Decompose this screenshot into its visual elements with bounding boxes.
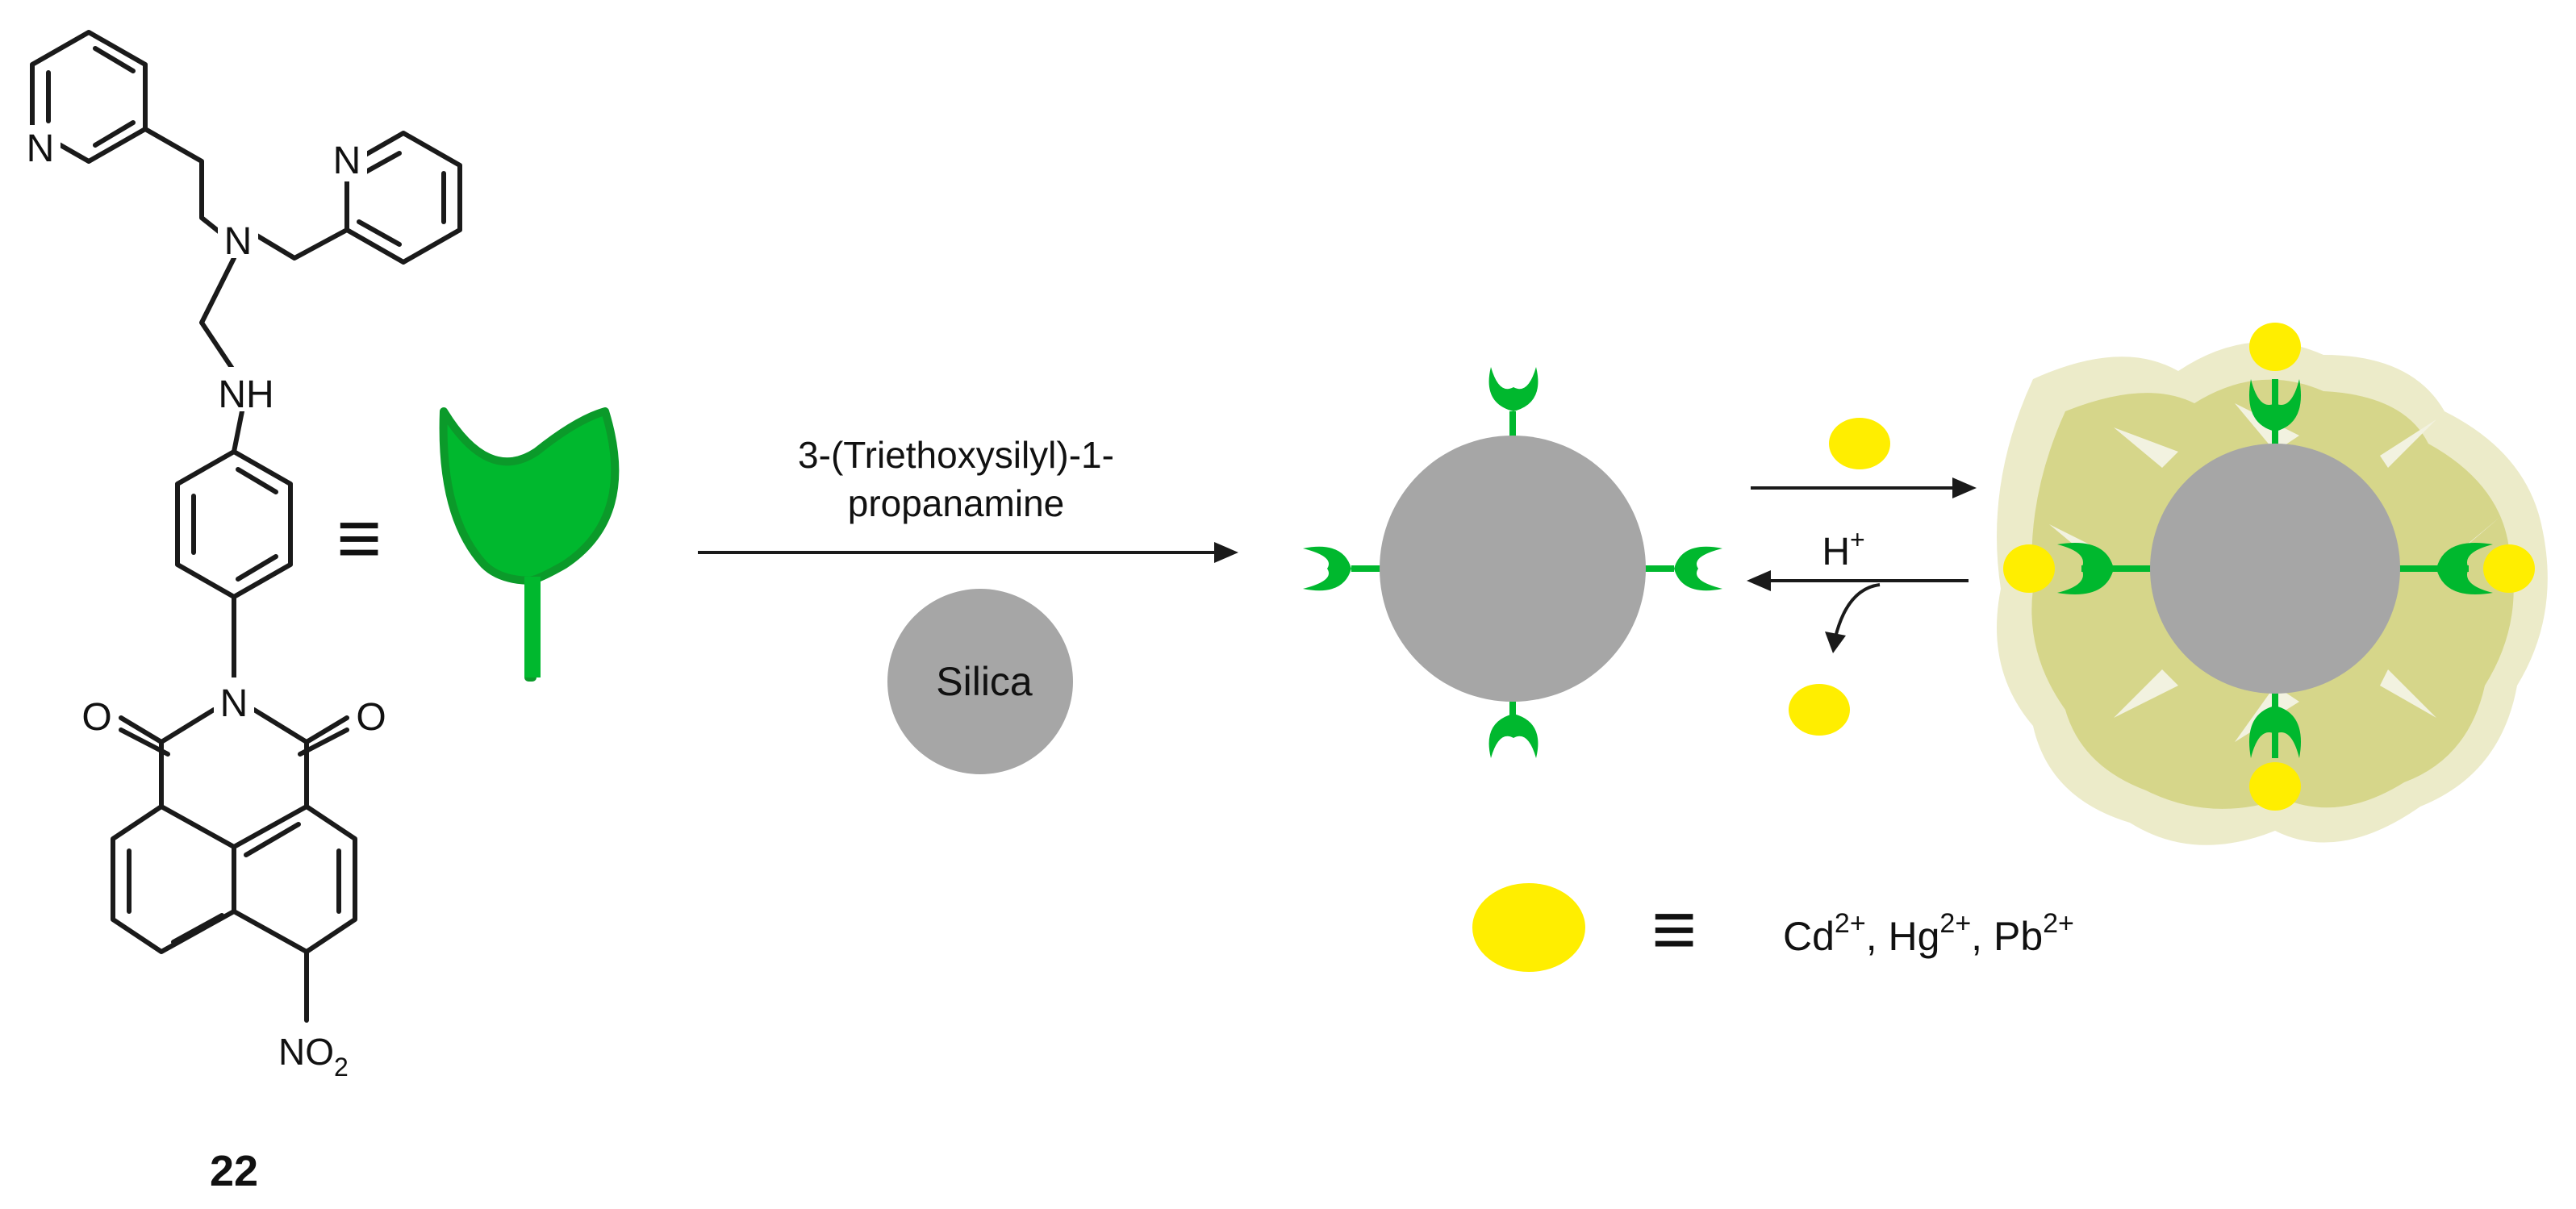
silica-particle-reagent xyxy=(887,589,1073,774)
imide-ring xyxy=(119,707,349,809)
naphthalene-core xyxy=(111,804,357,954)
bond-ethylene xyxy=(199,256,236,373)
legend-ion-swatch xyxy=(1472,883,1585,972)
atom-o-right: O xyxy=(356,696,386,739)
benzene-ring xyxy=(175,449,293,599)
receptor-left xyxy=(1303,546,1351,591)
complex-receptor-bottom xyxy=(2249,706,2301,758)
reagent-name-line1: 3-(Triethoxysilyl)-1- xyxy=(798,434,1114,476)
complex-receptor-top xyxy=(2249,379,2301,431)
metal-complex-silica xyxy=(1997,323,2548,845)
reverse-arrow xyxy=(1747,570,1969,653)
atom-n-imide: N xyxy=(220,682,248,725)
bond-ch2-right xyxy=(252,227,349,261)
compound-22-structure: N N N NH N O O NO2 22 xyxy=(20,30,462,1195)
silica-label: Silica xyxy=(936,659,1033,704)
bound-ion-top xyxy=(2249,323,2301,371)
atom-n-amine: N xyxy=(224,220,253,263)
functionalized-silica xyxy=(1303,367,1722,758)
bound-ion-left xyxy=(2003,544,2055,593)
equivalence-symbol-ions: ≡ xyxy=(1651,886,1697,973)
receptor-top xyxy=(1488,367,1539,411)
receptor-bottom xyxy=(1488,714,1539,758)
complex-receptor-right xyxy=(2436,543,2493,594)
reagent-name-line2: propanamine xyxy=(848,482,1065,524)
bond-ch2-left xyxy=(143,127,224,236)
receptor-right xyxy=(1674,546,1722,591)
metal-ion-released xyxy=(1789,684,1850,736)
receptor-icon-large xyxy=(439,407,620,682)
reverse-reagent-label: H+ xyxy=(1822,525,1864,573)
atom-o-left: O xyxy=(81,696,111,739)
reaction-arrow-1 xyxy=(698,542,1238,563)
bond-nh-aryl xyxy=(232,409,244,454)
forward-arrow xyxy=(1751,477,1977,498)
metal-ion-legend: ≡ Cd2+, Hg2+, Pb2+ xyxy=(1472,883,2074,973)
complex-receptor-left xyxy=(2057,543,2114,594)
atom-n-pyridine-right: N xyxy=(333,140,361,182)
ions-legend-text: Cd2+, Hg2+, Pb2+ xyxy=(1783,908,2074,959)
compound-number: 22 xyxy=(210,1147,258,1195)
metal-ion-incoming xyxy=(1829,418,1890,469)
nitro-group-label: NO2 xyxy=(278,1031,349,1082)
equivalence-symbol-receptor: ≡ xyxy=(336,495,382,582)
atom-n-pyridine-left: N xyxy=(27,127,55,170)
bound-ion-bottom xyxy=(2249,762,2301,811)
atom-nh: NH xyxy=(218,373,273,416)
bound-ion-right xyxy=(2483,544,2535,593)
silica-core xyxy=(1380,436,1646,702)
complex-silica-core xyxy=(2150,444,2400,694)
pyridine-ring-left xyxy=(30,30,148,164)
